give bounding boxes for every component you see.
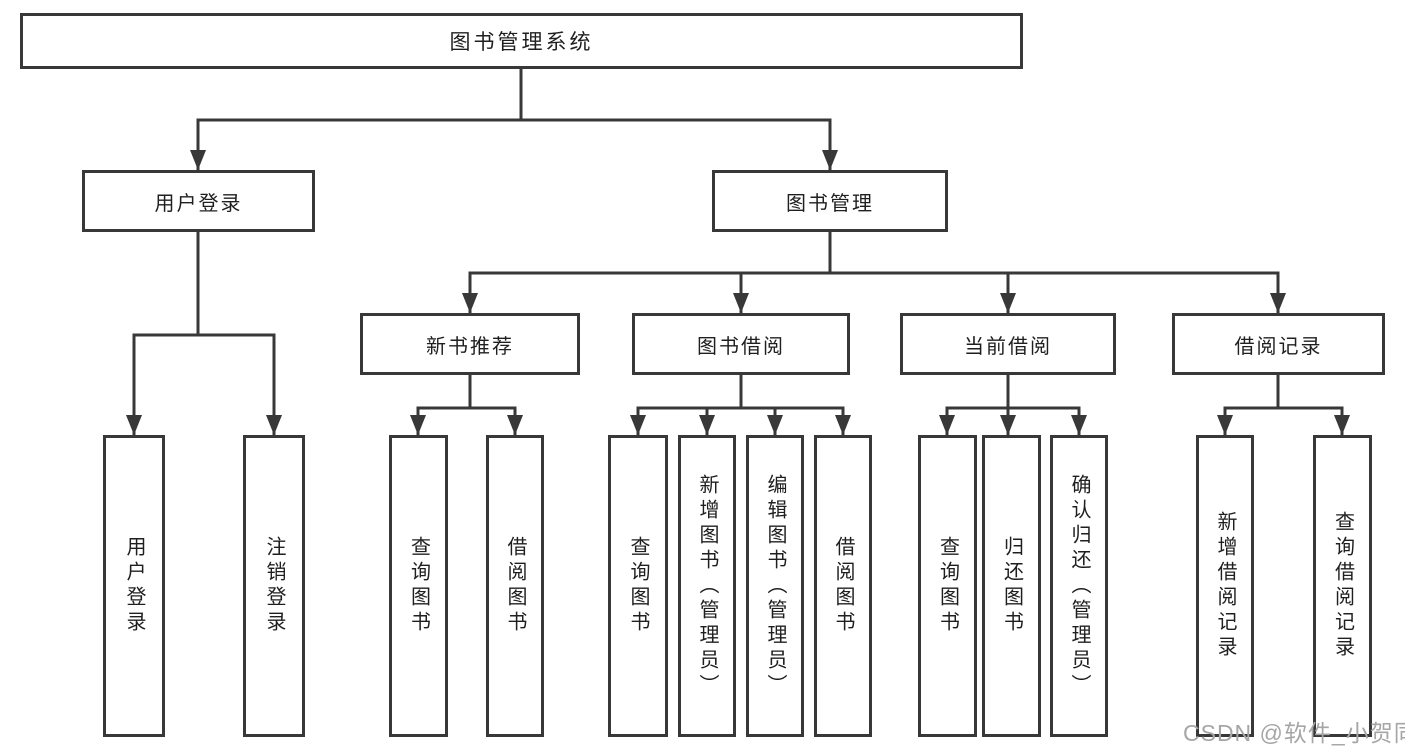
leaf-logout: 注销登录 xyxy=(243,435,305,737)
node-label: 注销登录 xyxy=(263,536,285,636)
leaf-query-books-3: 查询图书 xyxy=(918,435,977,737)
leaf-confirm-return-admin: 确认归还（管理员） xyxy=(1050,435,1108,737)
node-label: 新增图书（管理员） xyxy=(696,473,718,699)
node-current-borrow: 当前借阅 xyxy=(900,313,1116,375)
leaf-user-login: 用户登录 xyxy=(103,435,165,737)
leaf-return-book: 归还图书 xyxy=(982,435,1041,737)
node-user-login-branch: 用户登录 xyxy=(82,170,315,232)
node-label: 查询图书 xyxy=(936,536,959,636)
node-label: 查询图书 xyxy=(627,536,649,636)
node-label: 查询借阅记录 xyxy=(1331,511,1354,661)
node-label: 新书推荐 xyxy=(426,335,514,358)
node-label: 图书管理 xyxy=(786,192,874,215)
leaf-query-borrow-record: 查询借阅记录 xyxy=(1313,435,1372,737)
leaf-borrow-books-1: 借阅图书 xyxy=(486,435,544,737)
node-book-management-branch: 图书管理 xyxy=(712,170,948,232)
node-label: 借阅图书 xyxy=(832,536,854,636)
node-label: 确认归还（管理员） xyxy=(1068,473,1090,699)
node-label: 编辑图书（管理员） xyxy=(764,473,786,699)
node-new-book-recommend: 新书推荐 xyxy=(360,313,580,375)
leaf-add-book-admin: 新增图书（管理员） xyxy=(678,435,736,737)
node-label: 归还图书 xyxy=(1000,536,1023,636)
node-label: 当前借阅 xyxy=(964,335,1052,358)
leaf-edit-book-admin: 编辑图书（管理员） xyxy=(746,435,804,737)
leaf-query-books-2: 查询图书 xyxy=(608,435,668,737)
node-label: 用户登录 xyxy=(154,192,243,215)
node-library-management-system: 图书管理系统 xyxy=(20,13,1023,69)
node-label: 用户登录 xyxy=(123,536,145,636)
node-label: 图书管理系统 xyxy=(449,31,594,54)
leaf-add-borrow-record: 新增借阅记录 xyxy=(1196,435,1254,737)
node-borrow-record: 借阅记录 xyxy=(1172,313,1385,375)
leaf-query-books-1: 查询图书 xyxy=(389,435,448,737)
node-label: 新增借阅记录 xyxy=(1214,511,1236,661)
csdn-watermark: CSDN @软件_小贺同学 xyxy=(1183,720,1405,746)
node-label: 查询图书 xyxy=(407,536,430,636)
leaf-borrow-books-2: 借阅图书 xyxy=(814,435,872,737)
node-label: 图书借阅 xyxy=(697,335,785,358)
node-book-borrow: 图书借阅 xyxy=(632,313,850,375)
node-label: 借阅记录 xyxy=(1234,335,1323,358)
node-label: 借阅图书 xyxy=(504,536,526,636)
